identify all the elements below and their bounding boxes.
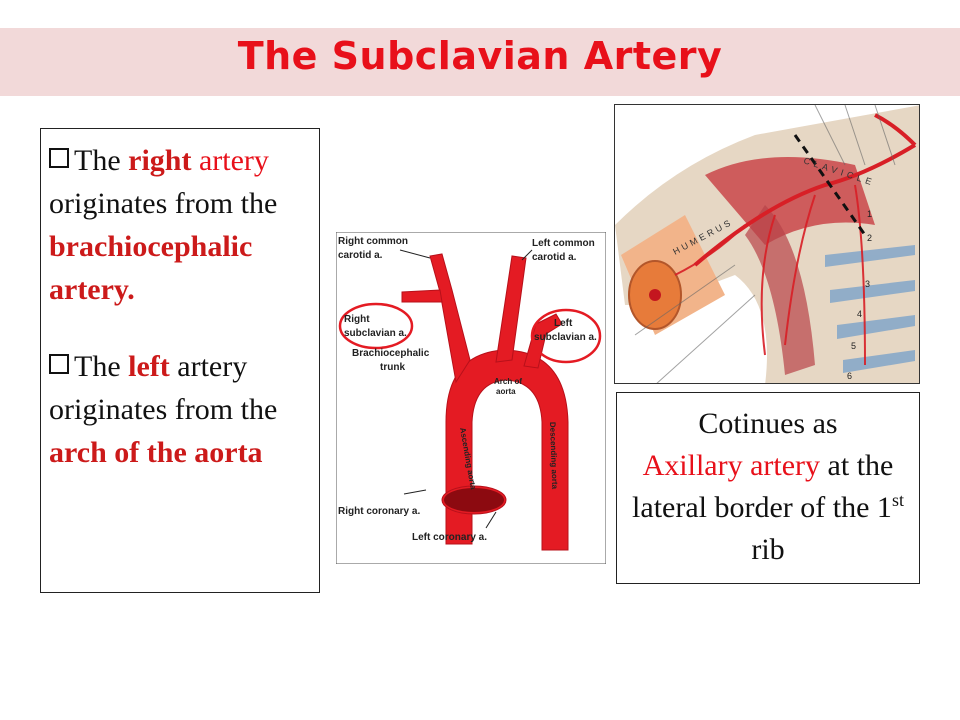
aortic-arch-diagram: Right common carotid a. Left common caro…: [336, 232, 606, 564]
rib-number-4: 4: [857, 309, 862, 319]
label-arch-2: aorta: [496, 387, 516, 396]
label-descending-aorta: Descending aorta: [548, 422, 559, 490]
label-left-subclavian: Left: [554, 318, 573, 329]
bullet1-text-the: The: [74, 144, 129, 177]
shoulder-anatomy-drawing: CLAVICLE HUMERUS 1 2 3 4 5 6: [615, 105, 919, 383]
bullet2-text-originates: artery originates from the: [49, 350, 278, 426]
aortic-root-opening: [444, 488, 504, 512]
bullet1-text-artery: artery: [198, 144, 269, 177]
rib-number-2: 2: [867, 233, 872, 243]
continues-as-text: Cotinues as: [698, 407, 838, 440]
subclavian-axillary-artery-path: [693, 113, 917, 267]
rib-text: rib: [751, 533, 785, 566]
slide-title: The Subclavian Artery: [237, 34, 723, 78]
right-subclavian-circle: [338, 302, 414, 350]
rib-number-6: 6: [847, 371, 852, 381]
bullet2-text-the: The: [74, 350, 129, 383]
bullet-left-artery: The left artery originates from the arch…: [49, 345, 311, 474]
label-right-common-carotid-2: carotid a.: [338, 250, 383, 261]
shoulder-anatomy-illustration: CLAVICLE HUMERUS 1 2 3 4 5 6: [614, 104, 920, 384]
lateral-border-text: at the lateral border of the 1: [632, 449, 894, 524]
bullet1-text-right: right: [128, 144, 192, 177]
continuation-text-box: Cotinues as Axillary artery at the later…: [616, 392, 920, 584]
rib-number-1: 1: [867, 209, 872, 219]
label-right-common-carotid: Right common: [338, 236, 408, 247]
label-right-subclavian: Right: [344, 314, 370, 325]
bullet1-text-brachiocephalic: brachiocephalic artery.: [49, 230, 253, 306]
bullet-right-artery: The right artery originates from the bra…: [49, 139, 311, 311]
label-left-common-carotid: Left common: [532, 238, 595, 249]
bullet2-text-left: left: [128, 350, 170, 383]
rib-number-3: 3: [865, 279, 870, 289]
rib-number-5: 5: [851, 341, 856, 351]
label-left-subclavian-2: subclavian a.: [534, 332, 597, 343]
label-left-common-carotid-2: carotid a.: [532, 252, 577, 263]
left-subclavian-circle: [530, 308, 602, 364]
label-right-coronary: Right coronary a.: [338, 506, 420, 517]
label-arch: Arch of: [494, 377, 522, 386]
label-brachiocephalic: Brachiocephalic: [352, 348, 430, 359]
bullet1-text-originates: originates from the: [49, 187, 278, 220]
axillary-artery-text: Axillary artery: [642, 449, 821, 482]
title-band: [0, 28, 960, 96]
origin-text-box: The right artery originates from the bra…: [40, 128, 320, 593]
leader-lines: [399, 249, 533, 529]
ordinal-superscript: st: [891, 490, 904, 510]
bullet2-text-arch: arch of the aorta: [49, 436, 263, 469]
label-left-coronary: Left coronary a.: [412, 532, 487, 543]
checkbox-icon: [49, 148, 69, 168]
label-brachiocephalic-2: trunk: [380, 362, 405, 373]
rib-border-dashed-line: [793, 134, 867, 236]
checkbox-icon: [49, 354, 69, 374]
label-right-subclavian-2: subclavian a.: [344, 328, 407, 339]
